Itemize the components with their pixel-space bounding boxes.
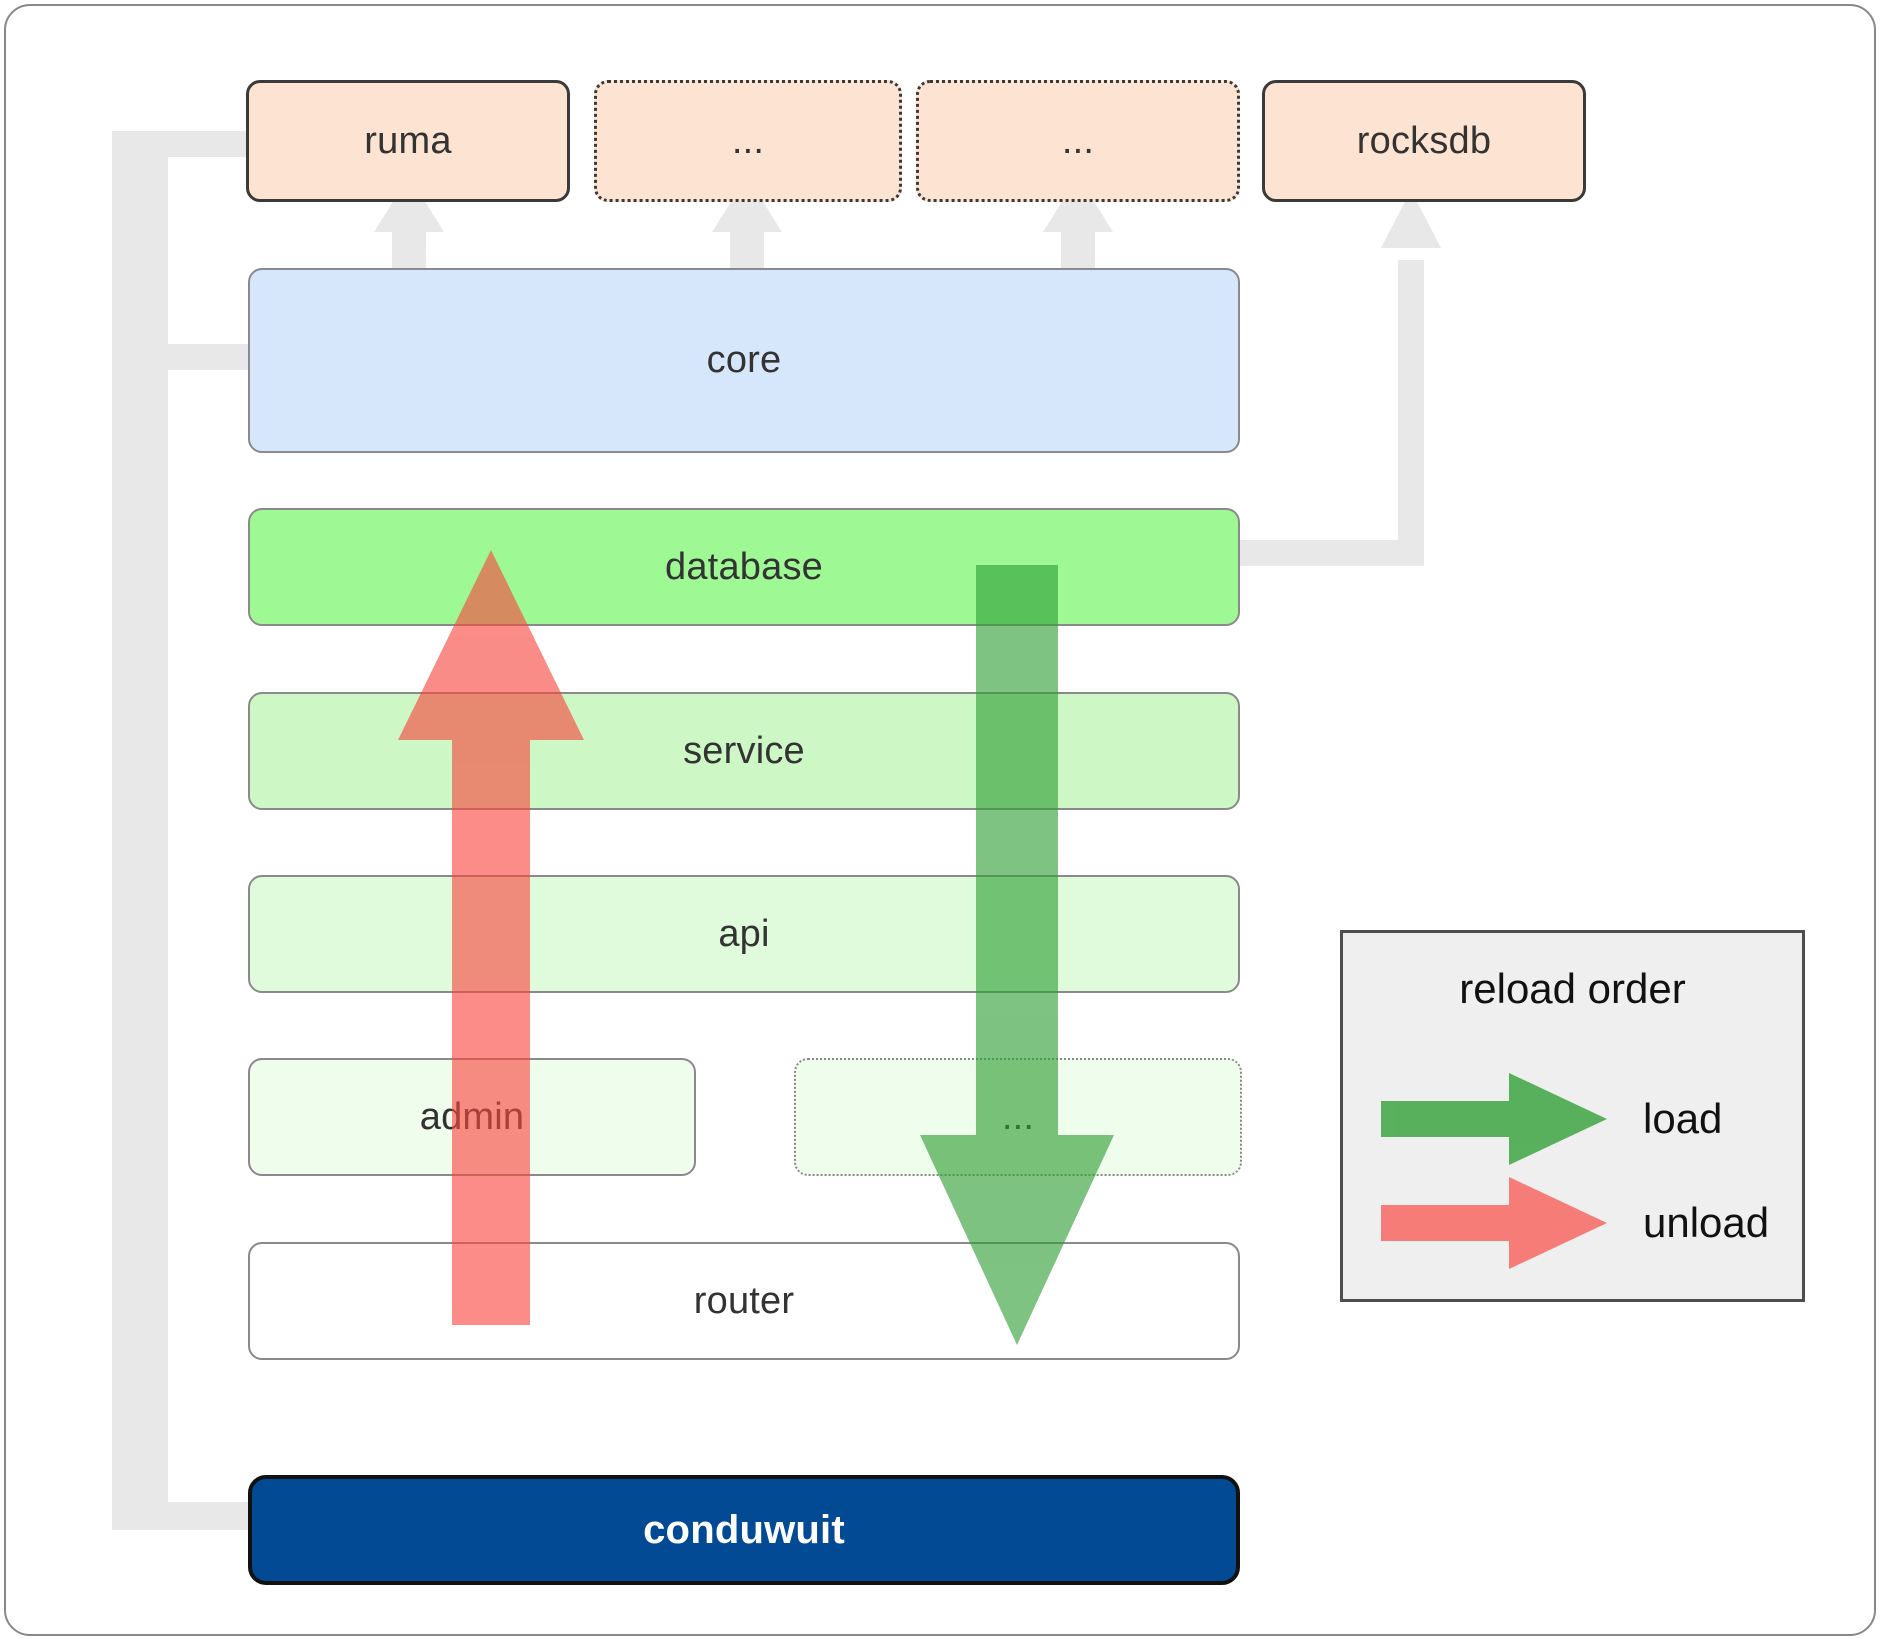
- load-arrow-icon: [1381, 1073, 1607, 1165]
- legend-panel: reload order load unload: [1340, 930, 1805, 1302]
- legend-title: reload order: [1459, 965, 1686, 1012]
- unload-arrow-big: [398, 550, 584, 1325]
- legend-row-load: load: [1343, 1073, 1802, 1165]
- load-arrow-big: [920, 565, 1114, 1345]
- unload-arrow-icon: [1381, 1177, 1607, 1269]
- layer-box-router[interactable]: router: [248, 1242, 1240, 1360]
- crate-box-ellipsis-2[interactable]: ...: [916, 80, 1240, 202]
- layer-box-api[interactable]: api: [248, 875, 1240, 993]
- legend-row-unload: unload: [1343, 1177, 1802, 1269]
- legend-label-unload: unload: [1643, 1199, 1770, 1246]
- legend-label-load: load: [1643, 1095, 1723, 1142]
- layer-box-core[interactable]: core: [248, 268, 1240, 453]
